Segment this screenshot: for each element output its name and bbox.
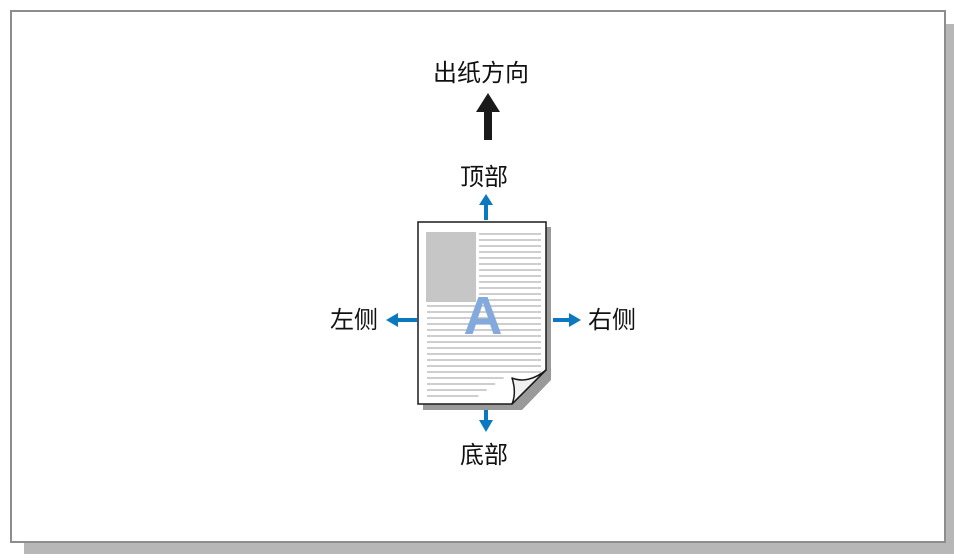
- right-label: 右侧: [588, 306, 636, 334]
- right-arrow: [553, 313, 581, 327]
- page-letter: A: [464, 286, 503, 346]
- bottom-label: 底部: [460, 441, 508, 469]
- left-label: 左侧: [330, 306, 378, 334]
- page-text-lines: [427, 233, 541, 397]
- page-image-block: [426, 232, 476, 302]
- bottom-arrow: [479, 405, 493, 432]
- page-fold-corner: [511, 369, 547, 405]
- left-arrow: [386, 313, 417, 327]
- top-arrow: [479, 194, 493, 220]
- output-direction-arrow: [476, 93, 500, 140]
- output-direction-label: 出纸方向: [433, 59, 529, 87]
- top-label: 顶部: [460, 163, 508, 191]
